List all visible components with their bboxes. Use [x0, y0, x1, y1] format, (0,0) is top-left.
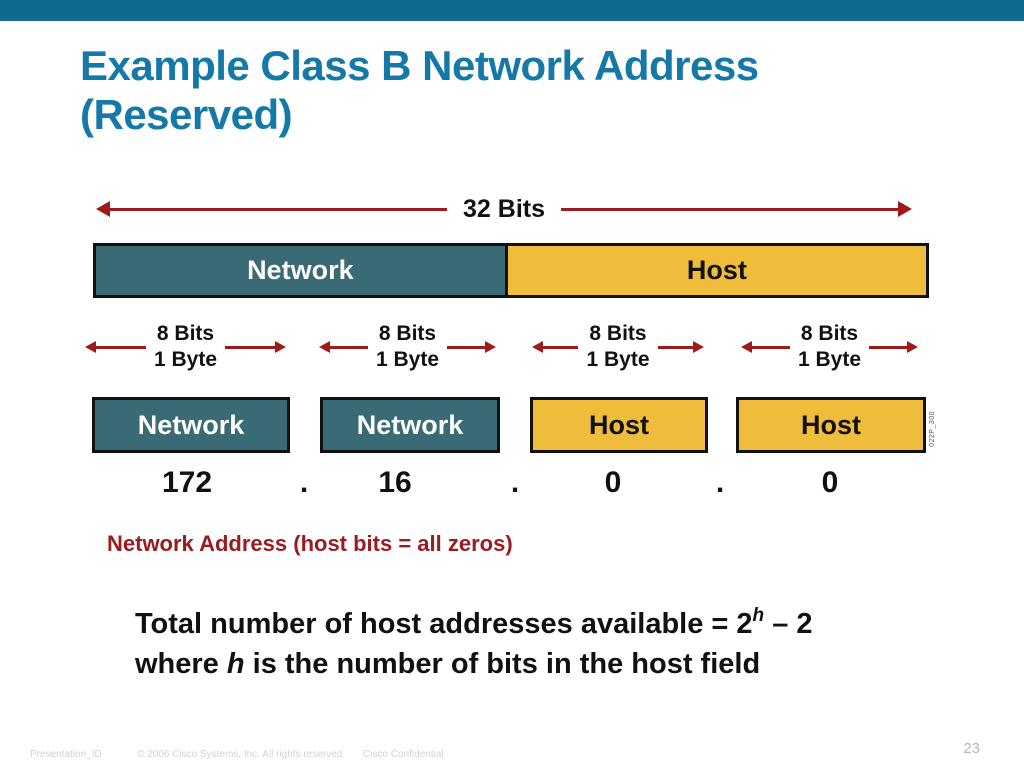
- octet-label-group-1: 8 Bits 1 Byte: [85, 320, 286, 374]
- bits32-left-arrow: [96, 201, 448, 217]
- octet-label: 8 Bits 1 Byte: [376, 321, 439, 373]
- arrow-line: [447, 345, 485, 349]
- address-dot: .: [715, 466, 725, 499]
- octet-label-group-3: 8 Bits 1 Byte: [532, 320, 704, 374]
- arrow-right-head-icon: [693, 341, 704, 353]
- slide-title: Example Class B Network Address (Reserve…: [80, 41, 759, 139]
- formula-line2: where h is the number of bits in the hos…: [135, 646, 813, 682]
- octet-box-network-1: Network: [92, 397, 290, 453]
- arrow-line: [561, 207, 899, 211]
- footer-confidential: Cisco Confidential: [363, 749, 444, 760]
- top-accent-bar: [0, 0, 1024, 21]
- network-segment: Network: [96, 246, 508, 295]
- arrow-left-head-icon: [532, 341, 543, 353]
- arrow-line: [110, 207, 448, 211]
- octet-bits-label: 8 Bits: [156, 322, 215, 345]
- bits32-right-arrow: [561, 201, 913, 217]
- arrow-right-head-icon: [275, 341, 286, 353]
- formula-italic-h: h: [226, 648, 245, 680]
- formula-superscript-h: h: [752, 605, 765, 626]
- octet-right-arrow: [225, 341, 286, 353]
- arrow-line: [657, 345, 693, 349]
- host-segment: Host: [507, 246, 926, 295]
- octet-right-arrow: [869, 341, 918, 353]
- octet-label: 8 Bits 1 Byte: [154, 321, 217, 373]
- address-octet-2: 16: [378, 466, 412, 499]
- formula-line1-prefix: Total number of host addresses available…: [135, 608, 753, 640]
- figure-id: 022P_300: [926, 402, 938, 456]
- octet-right-arrow: [657, 341, 704, 353]
- formula-line2-prefix: where: [135, 648, 227, 680]
- arrow-left-head-icon: [741, 341, 752, 353]
- formula-line2-suffix: is the number of bits in the host field: [244, 648, 761, 680]
- bits32-label: 32 Bits: [463, 194, 545, 223]
- arrow-line: [96, 345, 146, 349]
- formula-line1: Total number of host addresses available…: [135, 605, 813, 646]
- octet-byte-label: 1 Byte: [375, 348, 440, 371]
- address-octet-3: 0: [604, 466, 622, 499]
- slide-title-line2: (Reserved): [80, 91, 293, 138]
- arrow-line: [543, 345, 579, 349]
- footer-presentation-id: Presentation_ID: [30, 749, 102, 760]
- octet-bits-label: 8 Bits: [800, 322, 859, 345]
- arrow-line: [869, 345, 907, 349]
- octet-label-group-2: 8 Bits 1 Byte: [319, 320, 496, 374]
- octet-bits-label: 8 Bits: [378, 322, 437, 345]
- octet-left-arrow: [532, 341, 579, 353]
- arrow-right-head-icon: [907, 341, 918, 353]
- octet-box-host-1: Host: [530, 397, 708, 453]
- arrow-line: [752, 345, 790, 349]
- address-octet-1: 172: [161, 466, 213, 499]
- arrow-left-head-icon: [85, 341, 96, 353]
- octet-right-arrow: [447, 341, 496, 353]
- octet-byte-label: 1 Byte: [797, 348, 862, 371]
- address-octet-4: 0: [821, 466, 839, 499]
- slide-title-line1: Example Class B Network Address: [80, 42, 759, 89]
- figure-id-text: 022P_300: [928, 411, 936, 447]
- network-host-bar: Network Host: [93, 243, 929, 298]
- octet-label: 8 Bits 1 Byte: [798, 321, 861, 373]
- octet-byte-label: 1 Byte: [586, 348, 650, 371]
- octet-bits-label: 8 Bits: [589, 322, 647, 345]
- octet-label: 8 Bits 1 Byte: [586, 321, 649, 373]
- octet-left-arrow: [319, 341, 368, 353]
- address-dot: .: [510, 466, 520, 499]
- arrow-line: [330, 345, 368, 349]
- octet-box-host-2: Host: [736, 397, 926, 453]
- octet-label-group-4: 8 Bits 1 Byte: [741, 320, 918, 374]
- network-address-caption: Network Address (host bits = all zeros): [107, 531, 513, 556]
- arrow-left-head-icon: [319, 341, 330, 353]
- arrow-line: [225, 345, 275, 349]
- octet-byte-label: 1 Byte: [153, 348, 218, 371]
- page-number: 23: [963, 740, 980, 757]
- octet-box-network-2: Network: [320, 397, 500, 453]
- host-formula-text: Total number of host addresses available…: [135, 605, 813, 682]
- octet-left-arrow: [85, 341, 146, 353]
- bits32-arrow-row: 32 Bits: [96, 194, 913, 224]
- arrow-right-head-icon: [485, 341, 496, 353]
- octet-left-arrow: [741, 341, 790, 353]
- formula-line1-suffix: – 2: [764, 608, 813, 640]
- footer-copyright: © 2006 Cisco Systems, Inc. All rights re…: [137, 749, 346, 760]
- arrow-right-head-icon: [898, 201, 913, 217]
- address-dot: .: [299, 466, 309, 499]
- arrow-left-head-icon: [96, 201, 110, 217]
